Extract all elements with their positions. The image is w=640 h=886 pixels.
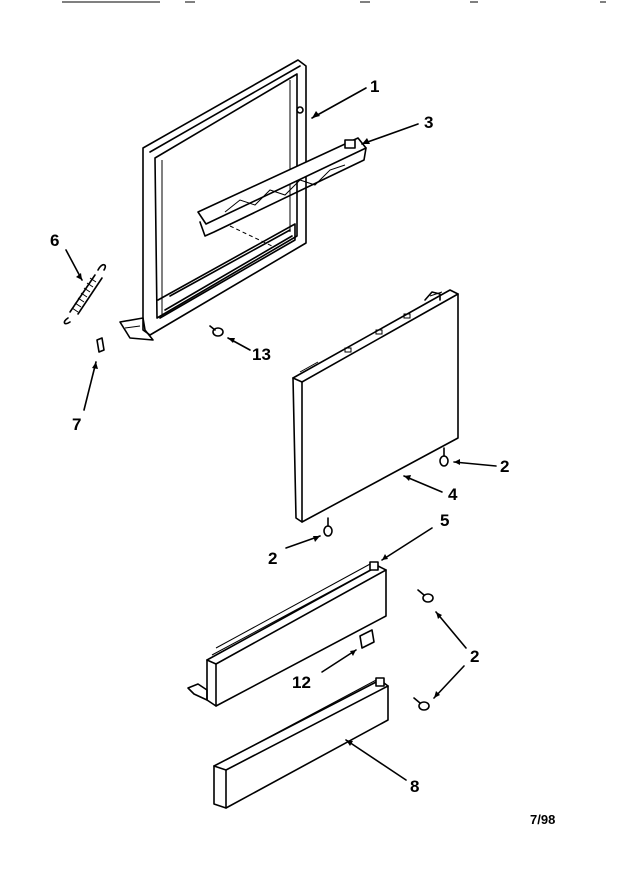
callout-8: 8 xyxy=(410,777,419,796)
date-code: 7/98 xyxy=(530,812,555,827)
callout-2-bottom: 2 xyxy=(268,549,277,568)
rack-rail xyxy=(197,137,367,237)
callout-5: 5 xyxy=(440,511,449,530)
callout-1: 1 xyxy=(370,77,379,96)
kick-plate xyxy=(213,677,389,809)
hinge-clip xyxy=(96,337,105,353)
callout-3: 3 xyxy=(424,113,433,132)
door-spring xyxy=(63,263,107,325)
screw-2-right xyxy=(439,447,449,467)
screw-2-lower xyxy=(413,697,430,711)
screw-2-toekick xyxy=(417,589,434,603)
callout-7: 7 xyxy=(72,415,81,434)
toe-bracket xyxy=(359,629,375,649)
callout-13: 13 xyxy=(252,345,271,364)
toe-panel xyxy=(187,561,387,707)
callout-2-right: 2 xyxy=(500,457,509,476)
outer-door-panel xyxy=(292,289,459,523)
inner-door-frame xyxy=(119,59,307,341)
callout-6: 6 xyxy=(50,231,59,250)
leader-lines xyxy=(65,87,497,781)
callout-2-toekick: 2 xyxy=(470,647,479,666)
callout-labels: 1 3 6 7 13 2 4 2 5 2 12 8 xyxy=(50,77,509,796)
callout-4: 4 xyxy=(448,485,458,504)
callout-12: 12 xyxy=(292,673,311,692)
screw-2-bottom xyxy=(323,517,333,537)
screw-13 xyxy=(209,325,224,337)
